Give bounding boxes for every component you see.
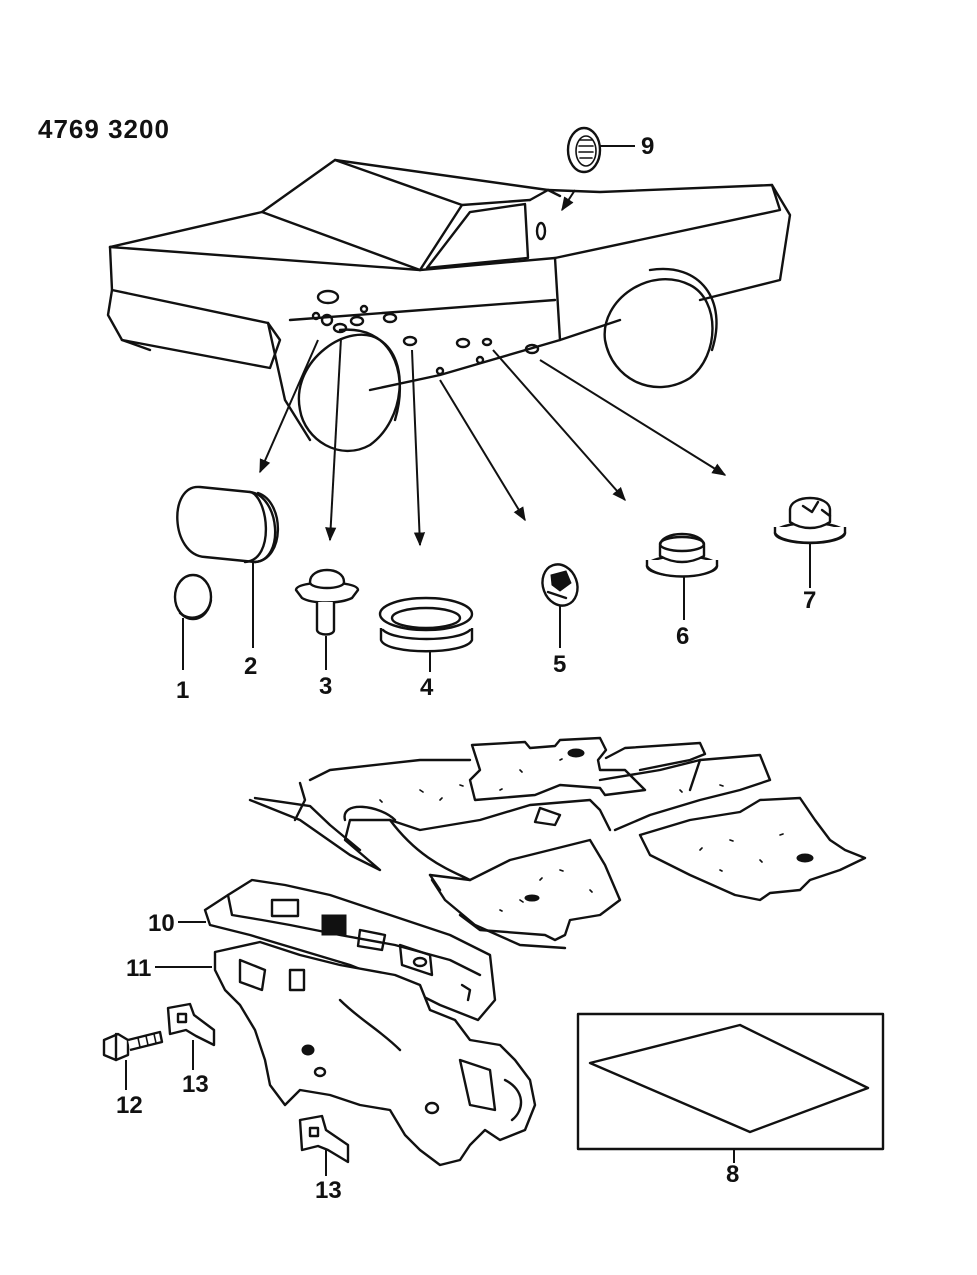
callout-12: 12 — [116, 1092, 143, 1119]
floor-carpet-illustration — [248, 736, 867, 950]
callout-5: 5 — [553, 651, 566, 678]
callout-4: 4 — [420, 674, 434, 701]
diagram-code: 4769 3200 — [38, 114, 170, 144]
part-1-plug — [173, 573, 213, 670]
callout-1: 1 — [176, 677, 189, 704]
part-10-dash-panel-upper — [178, 878, 497, 1022]
callout-arrows — [259, 337, 727, 547]
part-6-cap-plug — [645, 532, 719, 620]
part-2-oval-plug — [176, 485, 280, 648]
callout-3: 3 — [319, 673, 332, 700]
part-12-bolt — [102, 1030, 164, 1090]
part-7-split-grommet — [773, 496, 847, 588]
callout-7: 7 — [803, 587, 816, 614]
part-5-grommet — [541, 563, 579, 648]
callout-8: 8 — [726, 1161, 739, 1188]
part-11-dash-silencer — [155, 940, 537, 1167]
callout-9: 9 — [641, 133, 654, 160]
callout-6: 6 — [676, 623, 689, 650]
part-13-bracket-upper — [166, 1002, 216, 1070]
callout-11: 11 — [126, 955, 151, 982]
callout-10: 10 — [148, 910, 175, 937]
part-3-push-clip — [294, 568, 360, 670]
part-9-grommet — [566, 126, 635, 174]
part-4-grommet — [378, 596, 474, 672]
pickup-truck-illustration — [106, 158, 792, 453]
callout-2: 2 — [244, 653, 257, 680]
part-13-bracket-lower — [298, 1114, 350, 1176]
callout-13-lower: 13 — [315, 1177, 342, 1204]
callout-13-upper: 13 — [182, 1071, 209, 1098]
part-8-sheet-box — [576, 1012, 885, 1163]
